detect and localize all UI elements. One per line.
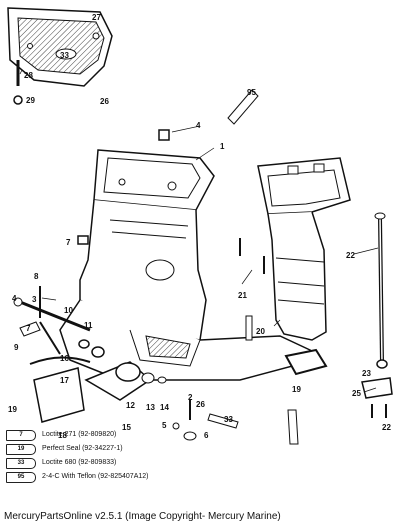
legend-text: Loctite 680 (92-809833) xyxy=(42,459,117,466)
callout: 10 xyxy=(64,306,73,315)
callout: 28 xyxy=(24,71,33,80)
callout: 6 xyxy=(204,431,209,440)
callout: 17 xyxy=(60,376,69,385)
legend-text: 2-4-C With Teflon (92-825407A12) xyxy=(42,473,149,480)
callout: 2 xyxy=(188,393,193,402)
callout: 22 xyxy=(382,423,391,432)
callout: 19 xyxy=(8,405,17,414)
callout: 27 xyxy=(92,13,101,22)
upper-adapter-assembly xyxy=(257,157,351,341)
legend-text: Perfect Seal (92-34227-1) xyxy=(42,445,123,452)
callout: 26 xyxy=(100,97,109,106)
callout: 33 xyxy=(60,51,69,60)
callout: 15 xyxy=(122,423,131,432)
tube-tag: 33 xyxy=(224,415,233,424)
callout: 25 xyxy=(352,389,361,398)
callout: 11 xyxy=(84,321,93,330)
driveshaft xyxy=(374,212,386,363)
legend-row: 33 Loctite 680 (92-809833) xyxy=(6,456,206,470)
tube-icon: 19 xyxy=(6,443,36,455)
callout: 19 xyxy=(292,385,301,394)
leader-lines xyxy=(19,69,379,393)
small-parts xyxy=(13,89,393,445)
callout: 14 xyxy=(160,403,169,412)
callout: 26 xyxy=(196,400,205,409)
callout: 8 xyxy=(34,272,39,281)
callout: 13 xyxy=(146,403,155,412)
tube-icon: 7 xyxy=(6,429,36,441)
callout: 21 xyxy=(238,291,247,300)
callout: 12 xyxy=(126,401,135,410)
callout: 16 xyxy=(60,354,69,363)
tube-icon: 33 xyxy=(6,457,36,469)
inset-gasket-detail xyxy=(7,7,113,105)
callout: 7 xyxy=(66,238,71,247)
callout: 22 xyxy=(346,251,355,260)
callout: 20 xyxy=(256,327,265,336)
callout: 5 xyxy=(162,421,167,430)
driveshaft-housing xyxy=(59,149,312,381)
legend-row: 7 Loctite 271 (92-809820) xyxy=(6,428,206,442)
legend-text: Loctite 271 (92-809820) xyxy=(42,431,117,438)
legend-row: 19 Perfect Seal (92-34227-1) xyxy=(6,442,206,456)
callout: 18 xyxy=(58,431,67,440)
tube-tag: 7 xyxy=(26,324,31,333)
legend-row: 95 2-4-C With Teflon (92-825407A12) xyxy=(6,470,206,484)
callout: 4 xyxy=(12,294,17,303)
copyright-footer: MercuryPartsOnline v2.5.1 (Image Copyrig… xyxy=(4,511,281,522)
part-labels: 27 28 33 29 26 95 4 1 7 8 3 4 7 10 11 9 … xyxy=(8,13,391,440)
callout: 4 xyxy=(196,121,201,130)
callout: 29 xyxy=(26,96,35,105)
callout: 3 xyxy=(32,295,37,304)
callout: 9 xyxy=(14,343,19,352)
callout: 1 xyxy=(220,142,225,151)
callout: 23 xyxy=(362,369,371,378)
tube-tag: 95 xyxy=(247,88,256,97)
adhesive-legend: 7 Loctite 271 (92-809820) 19 Perfect Sea… xyxy=(6,428,206,484)
tube-icon: 95 xyxy=(6,471,36,483)
